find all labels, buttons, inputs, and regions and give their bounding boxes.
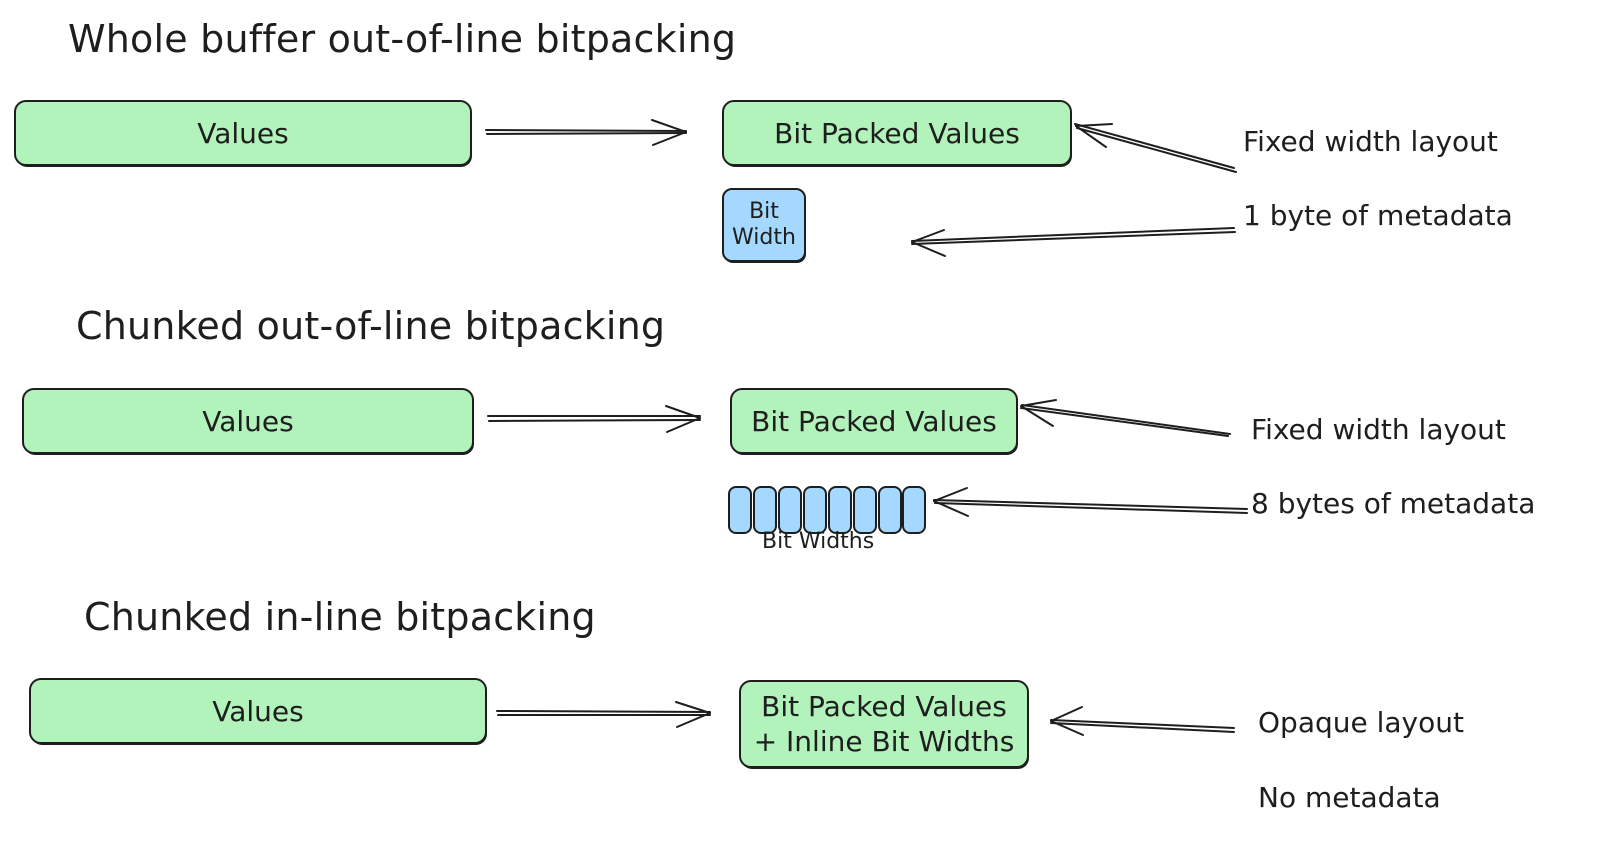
- section-2-title: Chunked out-of-line bitpacking: [76, 304, 666, 348]
- section-3-bit-packed-label-line1: Bit Packed Values: [761, 690, 1007, 723]
- section-1-transform-arrow: [485, 119, 687, 146]
- section-2-bit-packed-values-box: Bit Packed Values: [730, 388, 1018, 454]
- section-2-note-layout: Fixed width layout: [1251, 413, 1506, 446]
- bit-width-chunk: [828, 486, 852, 534]
- section-1-title: Whole buffer out-of-line bitpacking: [68, 17, 737, 61]
- section-1-bit-packed-values-box: Bit Packed Values: [722, 100, 1072, 166]
- section-2-transform-arrow: [487, 405, 701, 433]
- section-1-values-box: Values: [14, 100, 472, 166]
- bit-width-chunk: [878, 486, 902, 534]
- bit-width-chunk: [778, 486, 802, 534]
- section-2-layout-arrow: [1020, 399, 1231, 437]
- section-2-bit-packed-values-label: Bit Packed Values: [751, 404, 997, 438]
- section-3-transform-arrow: [496, 701, 711, 728]
- section-1-metadata-arrow: [911, 227, 1236, 257]
- bit-width-chunk: [728, 486, 752, 534]
- bit-width-chunk: [902, 486, 926, 534]
- section-1-note-metadata: 1 byte of metadata: [1243, 199, 1513, 232]
- section-2-note-metadata: 8 bytes of metadata: [1251, 487, 1536, 520]
- section-3-bit-packed-label-line2: + Inline Bit Widths: [753, 725, 1015, 758]
- section-2-values-label: Values: [202, 404, 294, 438]
- section-1-layout-arrow: [1074, 123, 1237, 173]
- bit-width-chunk: [803, 486, 827, 534]
- section-1-bit-width-label-line2: Width: [732, 225, 796, 250]
- section-1-note-layout: Fixed width layout: [1243, 125, 1498, 158]
- section-3-layout-arrow: [1050, 706, 1235, 736]
- section-2-values-box: Values: [22, 388, 474, 454]
- section-3-note-layout: Opaque layout: [1258, 706, 1464, 739]
- section-2-metadata-arrow: [933, 487, 1248, 517]
- section-3-values-label: Values: [212, 694, 304, 728]
- section-3-title: Chunked in-line bitpacking: [84, 595, 596, 639]
- section-1-bit-width-box: Bit Width: [722, 188, 806, 262]
- section-1-bit-width-label-line1: Bit: [749, 198, 779, 224]
- section-2-bit-widths-caption: Bit Widths: [762, 529, 875, 554]
- section-3-values-box: Values: [29, 678, 487, 744]
- section-1-bit-packed-values-label: Bit Packed Values: [774, 116, 1020, 150]
- bit-width-chunk: [753, 486, 777, 534]
- section-3-note-metadata: No metadata: [1258, 781, 1441, 814]
- bit-width-chunk: [853, 486, 877, 534]
- section-3-bit-packed-inline-box: Bit Packed Values + Inline Bit Widths: [739, 680, 1029, 768]
- section-1-values-label: Values: [197, 116, 289, 150]
